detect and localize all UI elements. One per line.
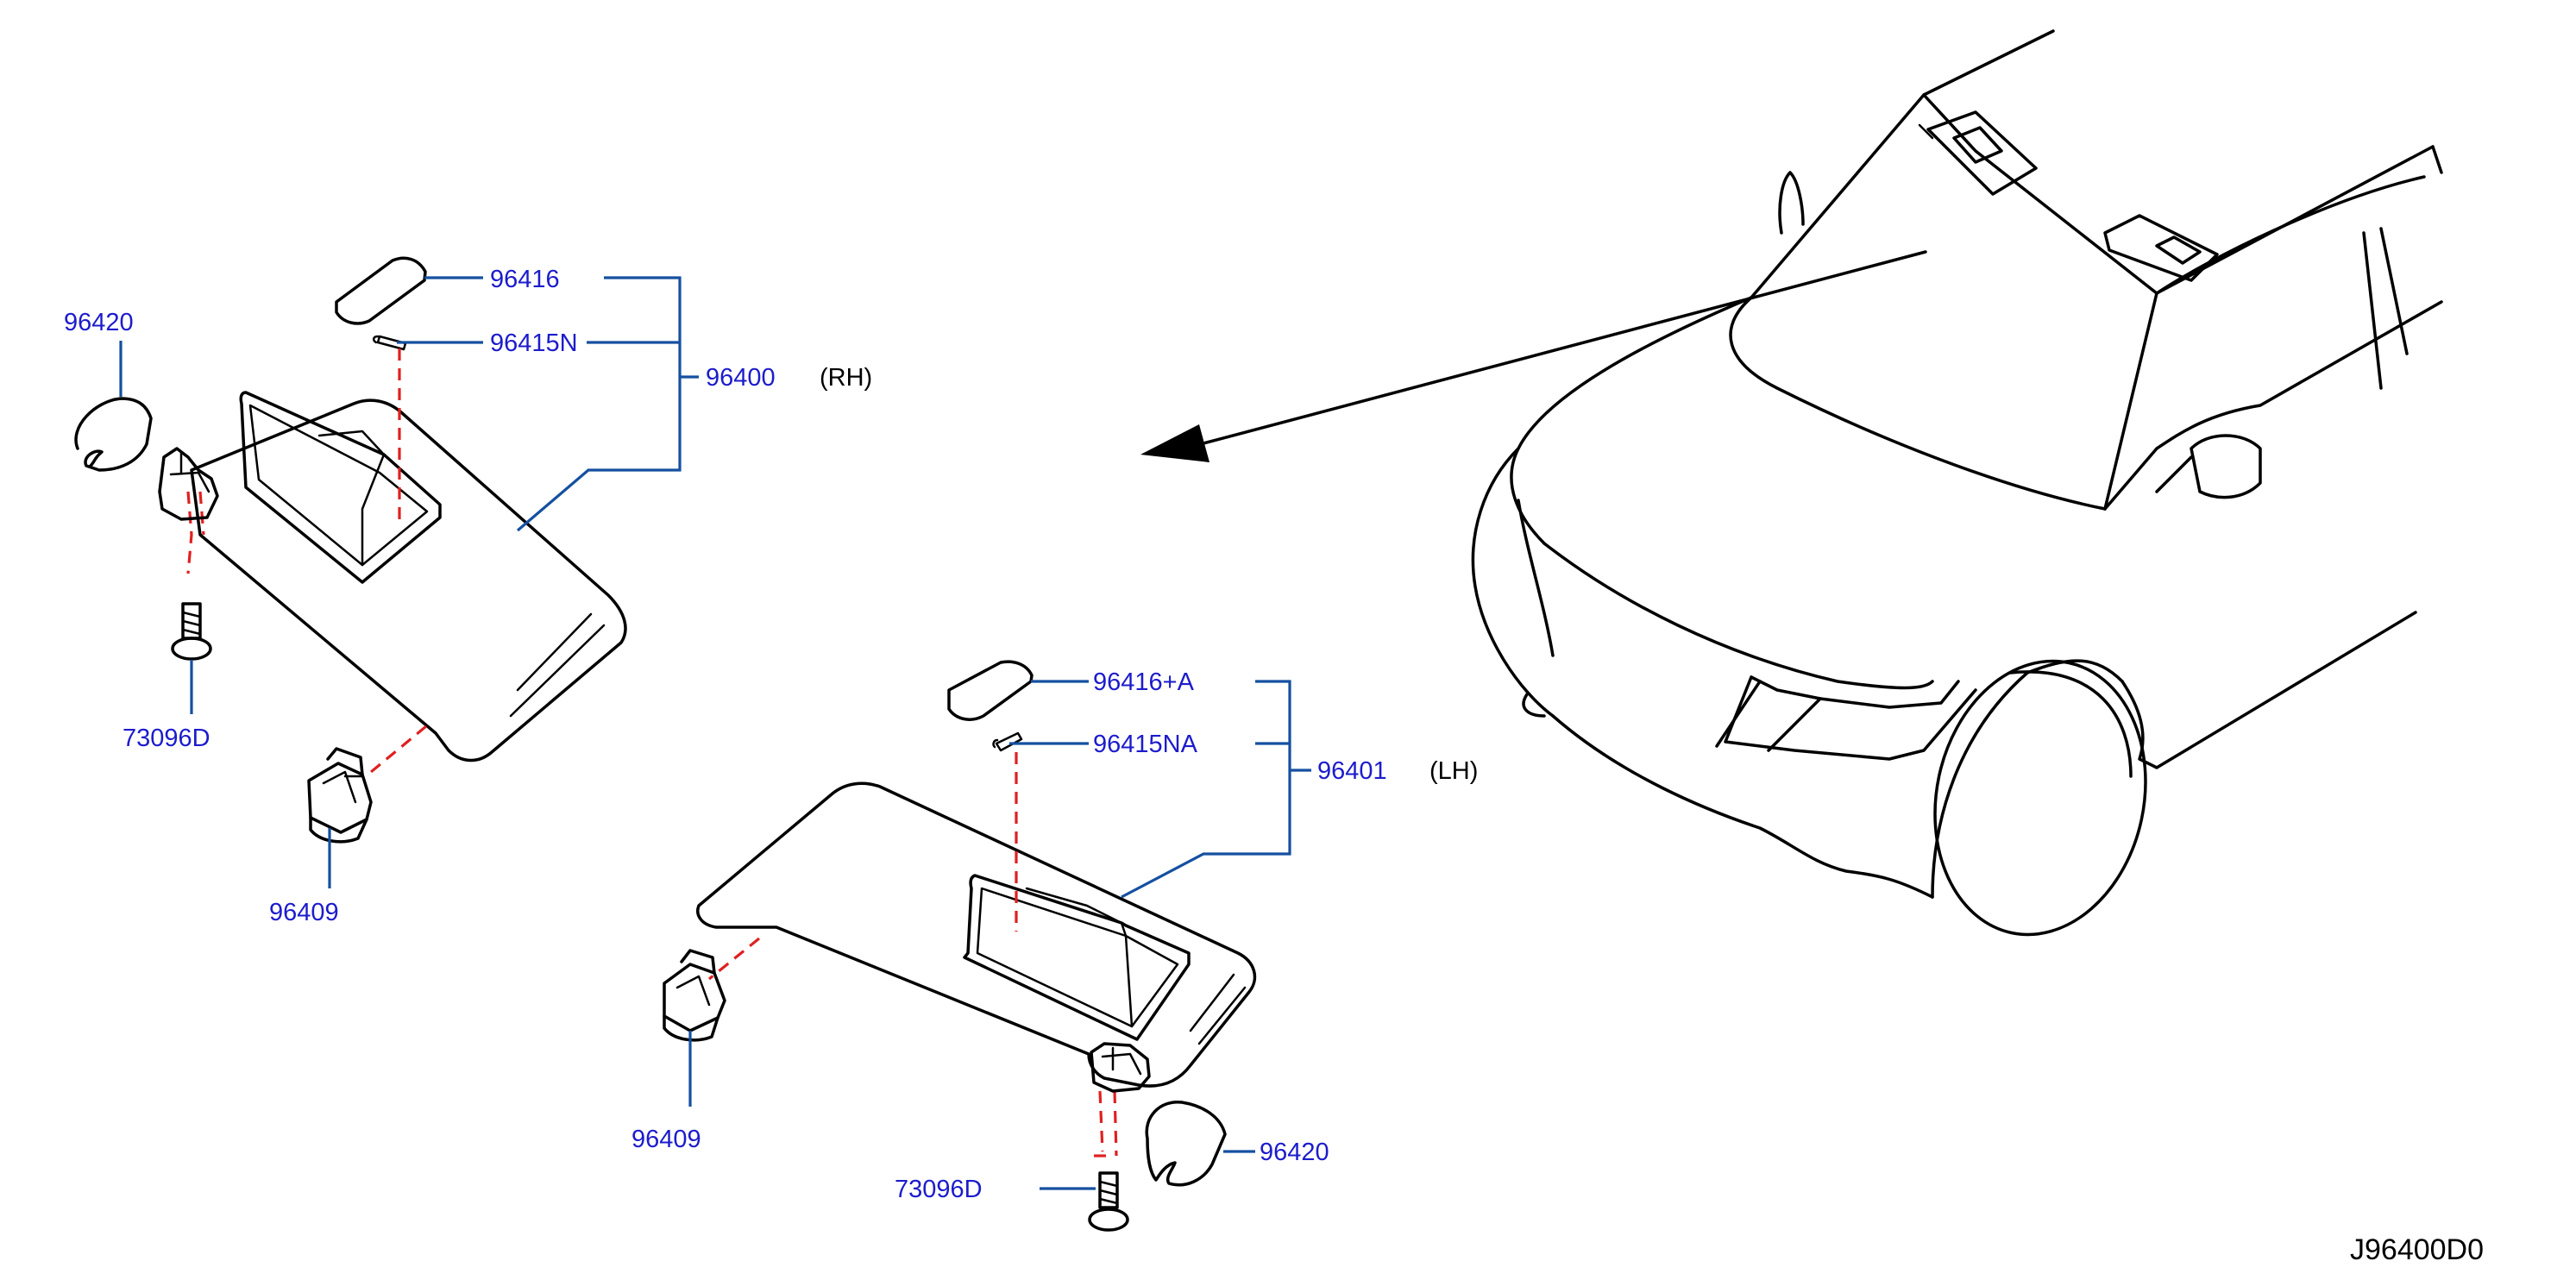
label-96400: 96400 <box>706 364 776 392</box>
vehicle-illustration <box>1140 29 2443 937</box>
lh-visor-body <box>696 781 1257 1088</box>
rh-bulb <box>373 335 407 351</box>
label-73096d-rh: 73096D <box>123 725 210 752</box>
lh-pivot-cover <box>1145 1101 1227 1187</box>
rh-pivot-clip <box>158 447 219 521</box>
lh-bulb <box>992 731 1023 752</box>
lh-visor-holder <box>663 949 726 1042</box>
lh-screw <box>1088 1171 1129 1232</box>
rh-screw <box>171 602 212 661</box>
label-73096d-lh: 73096D <box>895 1176 983 1203</box>
label-96420-rh: 96420 <box>64 309 134 336</box>
lh-lamp-lens <box>947 660 1034 721</box>
rh-lamp-lens <box>335 256 427 325</box>
diagram-code: J96400D0 <box>2350 1233 2484 1266</box>
label-96415n: 96415N <box>490 329 578 357</box>
label-96415na: 96415NA <box>1093 731 1198 758</box>
label-96420-lh: 96420 <box>1260 1139 1329 1166</box>
lh-pivot-clip <box>1090 1042 1151 1093</box>
rh-visor-holder <box>307 747 373 844</box>
label-96416a: 96416+A <box>1093 668 1195 696</box>
rh-vanity-mirror <box>239 391 442 584</box>
rh-visor-assembly <box>74 256 699 888</box>
rh-pivot-cover <box>74 397 153 472</box>
label-96416: 96416 <box>490 266 560 293</box>
label-side-lh: (LH) <box>1429 757 1478 785</box>
label-96409-lh: 96409 <box>631 1126 701 1153</box>
label-96409-rh: 96409 <box>269 899 339 926</box>
lh-vanity-mirror <box>963 874 1191 1041</box>
lh-visor-assembly <box>663 660 1311 1232</box>
label-side-rh: (RH) <box>820 364 872 392</box>
label-96401: 96401 <box>1317 757 1387 785</box>
rh-visor-body <box>190 398 627 762</box>
